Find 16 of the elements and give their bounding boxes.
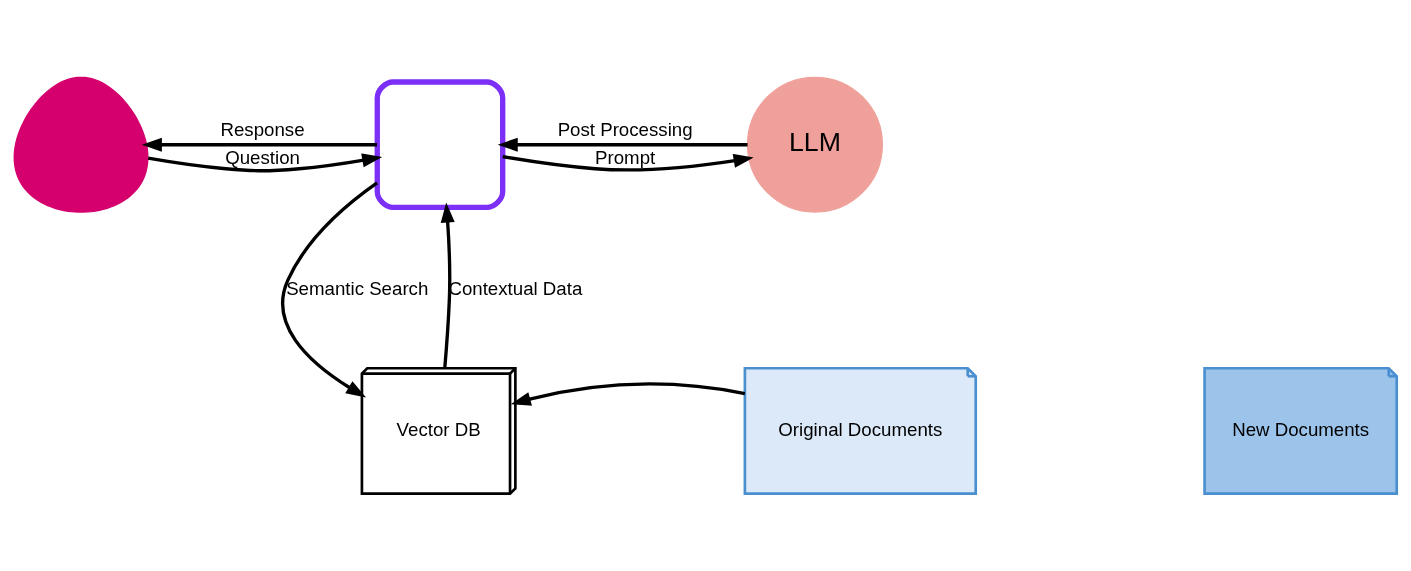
edge-label: Contextual Data <box>448 278 583 300</box>
node-circle: LLM <box>746 76 883 213</box>
arrow <box>141 137 377 152</box>
edge-label: Post Processing <box>557 118 693 140</box>
edge-label: Prompt <box>595 146 656 168</box>
node-person <box>13 76 149 213</box>
arrow <box>497 137 748 152</box>
edge-label: Semantic Search <box>286 278 429 300</box>
arrow <box>147 153 383 173</box>
node-chip <box>374 79 506 211</box>
arrow <box>281 181 379 398</box>
edge-label: Question <box>225 146 300 168</box>
arrow <box>440 202 455 368</box>
arrow <box>510 382 746 406</box>
edge-label: Response <box>220 118 305 140</box>
arrow <box>502 153 754 172</box>
